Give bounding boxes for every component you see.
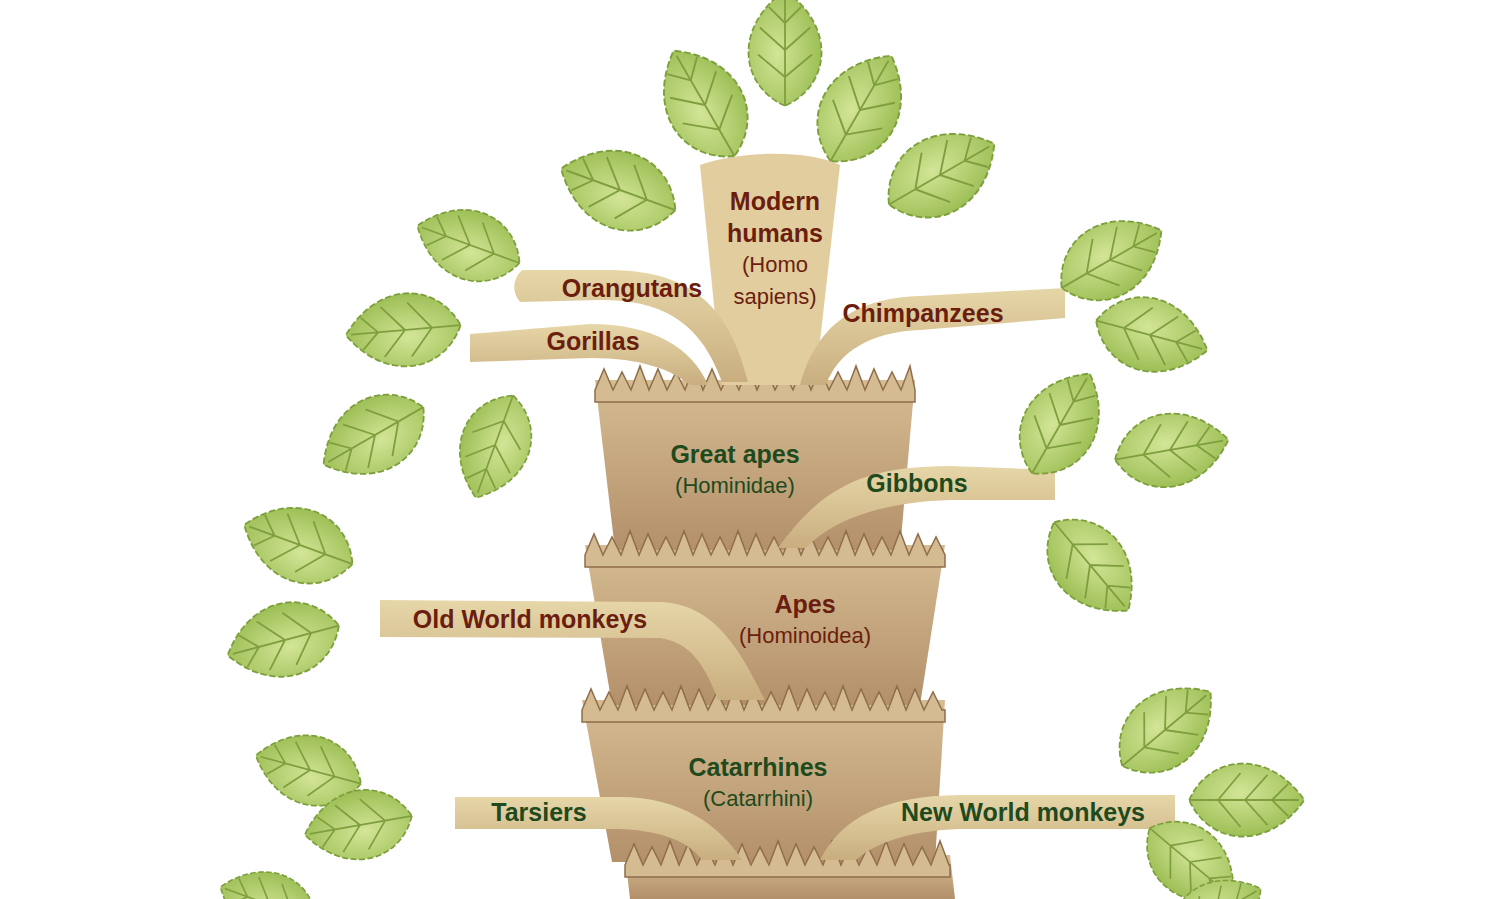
species-branch: Tarsiers — [486, 793, 591, 831]
species-branch: Modern humans(Homo sapiens) — [711, 182, 839, 316]
species-branch: New World monkeys — [896, 793, 1150, 831]
species-branch: Orangutans — [557, 269, 707, 307]
node-title: Catarrhines — [689, 751, 828, 783]
species-branch: Old World monkeys — [408, 600, 652, 638]
branch-shape — [800, 288, 1065, 385]
branch-shape — [455, 797, 742, 860]
branch-shape — [380, 600, 765, 700]
trunk-segment — [595, 380, 915, 550]
branches — [380, 154, 1175, 860]
node-title: Gibbons — [866, 467, 967, 499]
trunk-segment-label: Catarrhines(Catarrhini) — [684, 748, 833, 818]
node-title: New World monkeys — [901, 796, 1145, 828]
grass-fringe — [625, 841, 950, 877]
grass-fringe — [585, 531, 945, 567]
species-branch: Gibbons — [861, 464, 972, 502]
branch-shape — [778, 466, 1055, 548]
leaves — [209, 0, 1304, 899]
node-title: Orangutans — [562, 272, 702, 304]
branch-shape — [514, 270, 748, 382]
node-subtitle: (Homo sapiens) — [716, 249, 834, 313]
grass-fringe — [582, 686, 945, 722]
node-title: Modern humans — [716, 185, 834, 249]
node-title: Gorillas — [546, 325, 639, 357]
branch-shape — [820, 795, 1175, 860]
node-title: Great apes — [670, 438, 799, 470]
trunk-segment-label: Apes(Hominoidea) — [734, 585, 876, 655]
node-subtitle: (Hominoidea) — [739, 620, 871, 652]
node-subtitle: (Hominidae) — [670, 470, 799, 502]
node-title: Apes — [739, 588, 871, 620]
node-title: Tarsiers — [491, 796, 586, 828]
trunk-segment-label: Great apes(Hominidae) — [665, 435, 804, 505]
node-subtitle: (Catarrhini) — [689, 783, 828, 815]
node-title: Chimpanzees — [842, 297, 1003, 329]
species-branch: Gorillas — [541, 322, 644, 360]
node-title: Old World monkeys — [413, 603, 647, 635]
branch-shape — [470, 324, 708, 385]
species-branch: Chimpanzees — [837, 294, 1008, 332]
